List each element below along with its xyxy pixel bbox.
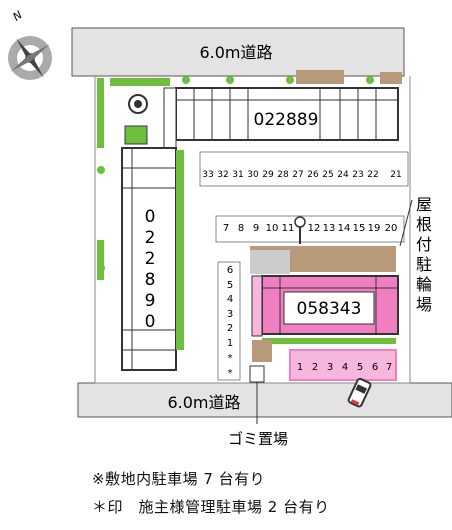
space-11: 11: [282, 223, 295, 234]
building-top-label: 022889: [254, 110, 319, 130]
building-top-stair: [163, 87, 177, 149]
space-30: 30: [247, 170, 259, 180]
parking-column: [217, 261, 241, 381]
building-pink-label-bg: [283, 291, 375, 325]
space-col-1: 1: [227, 338, 233, 349]
space-32: 32: [217, 170, 228, 180]
space-21: 21: [390, 170, 401, 180]
covered-bike-label-5: 場: [416, 295, 432, 314]
building-left-label-1: 2: [145, 228, 156, 248]
space-24: 24: [337, 170, 349, 180]
building-left-label-3: 8: [145, 270, 156, 290]
covered-space-2: 2: [312, 362, 318, 373]
top-road: [71, 27, 405, 77]
building-top-label-bg: [255, 104, 317, 130]
space-25: 25: [322, 170, 333, 180]
bottom-road: [77, 382, 452, 418]
space-col-5: 5: [227, 280, 233, 291]
covered-space-3: 3: [327, 362, 333, 373]
covered-space-6: 6: [372, 362, 378, 373]
garbage-label: ゴミ置場: [228, 430, 288, 448]
parking-row-top: 33 32 31 30 29 28 27 26 25 24 23 22 21: [199, 151, 409, 187]
space-7: 7: [223, 223, 229, 234]
space-19: 19: [368, 223, 381, 234]
covered-bike-label-1: 根: [416, 215, 432, 234]
space-20: 20: [385, 223, 398, 234]
building-top-units: [176, 88, 398, 140]
space-9: 9: [253, 223, 259, 234]
note-parking-count: ※敷地内駐車場 7 台有り: [92, 470, 266, 488]
building-left-units: [122, 148, 176, 370]
space-26: 26: [307, 170, 319, 180]
space-col-star-1: *: [228, 353, 233, 364]
green-strip: [262, 338, 396, 344]
building-left-label-0: 0: [145, 207, 156, 227]
covered-bike-label-2: 付: [416, 235, 432, 254]
building-left-label-5: 0: [145, 312, 156, 332]
top-road-label: 6.0m道路: [199, 43, 272, 62]
garbage-box: [249, 365, 265, 383]
compass-icon: [8, 36, 52, 80]
space-22: 22: [367, 170, 378, 180]
hedge-left: [97, 78, 105, 280]
space-col-2: 2: [227, 323, 233, 334]
covered-parking: [289, 349, 397, 381]
space-10: 10: [266, 223, 279, 234]
car-icon: [347, 377, 372, 408]
building-left-label-4: 9: [145, 291, 156, 311]
covered-bike-label-4: 輪: [416, 275, 432, 294]
covered-space-7: 7: [386, 362, 392, 373]
hedge-top: [110, 76, 374, 86]
building-pink-label: 058343: [297, 299, 362, 319]
space-col-6: 6: [227, 265, 233, 276]
covered-space-1: 1: [297, 362, 303, 373]
space-29: 29: [262, 170, 274, 180]
space-28: 28: [277, 170, 289, 180]
space-23: 23: [352, 170, 363, 180]
note-owner-managed: ＊印 施主様管理駐車場 2 台有り: [92, 498, 330, 516]
space-12: 12: [308, 223, 321, 234]
green-planter: [124, 125, 148, 145]
space-8: 8: [238, 223, 244, 234]
bike-label-leader: [399, 199, 413, 247]
building-pink-units: [262, 276, 398, 334]
site-boundary: [94, 76, 411, 384]
covered-space-5: 5: [357, 362, 363, 373]
space-27: 27: [292, 170, 303, 180]
space-14: 14: [338, 223, 351, 234]
space-col-4: 4: [227, 294, 233, 305]
space-33: 33: [202, 170, 213, 180]
space-col-star-2: *: [228, 368, 233, 379]
covered-space-4: 4: [342, 362, 348, 373]
covered-bike-label-0: 屋: [416, 195, 432, 214]
building-left: [121, 147, 177, 371]
compass-north: N: [11, 8, 25, 23]
brown-area-top: [296, 70, 344, 84]
space-31: 31: [232, 170, 243, 180]
bottom-road-label: 6.0m道路: [167, 393, 240, 412]
building-left-label-2: 2: [145, 249, 156, 269]
tree-icon: [128, 94, 148, 114]
building-pink-stair: [251, 275, 263, 337]
brown-area-right: [380, 72, 402, 84]
space-col-3: 3: [227, 309, 233, 320]
hatch-area: [250, 250, 290, 274]
brown-strip: [252, 340, 272, 362]
space-15: 15: [353, 223, 366, 234]
space-13: 13: [323, 223, 336, 234]
building-left-corridor: [176, 150, 184, 350]
covered-bike-label-3: 駐: [416, 255, 432, 274]
pole-icon: [294, 216, 306, 244]
